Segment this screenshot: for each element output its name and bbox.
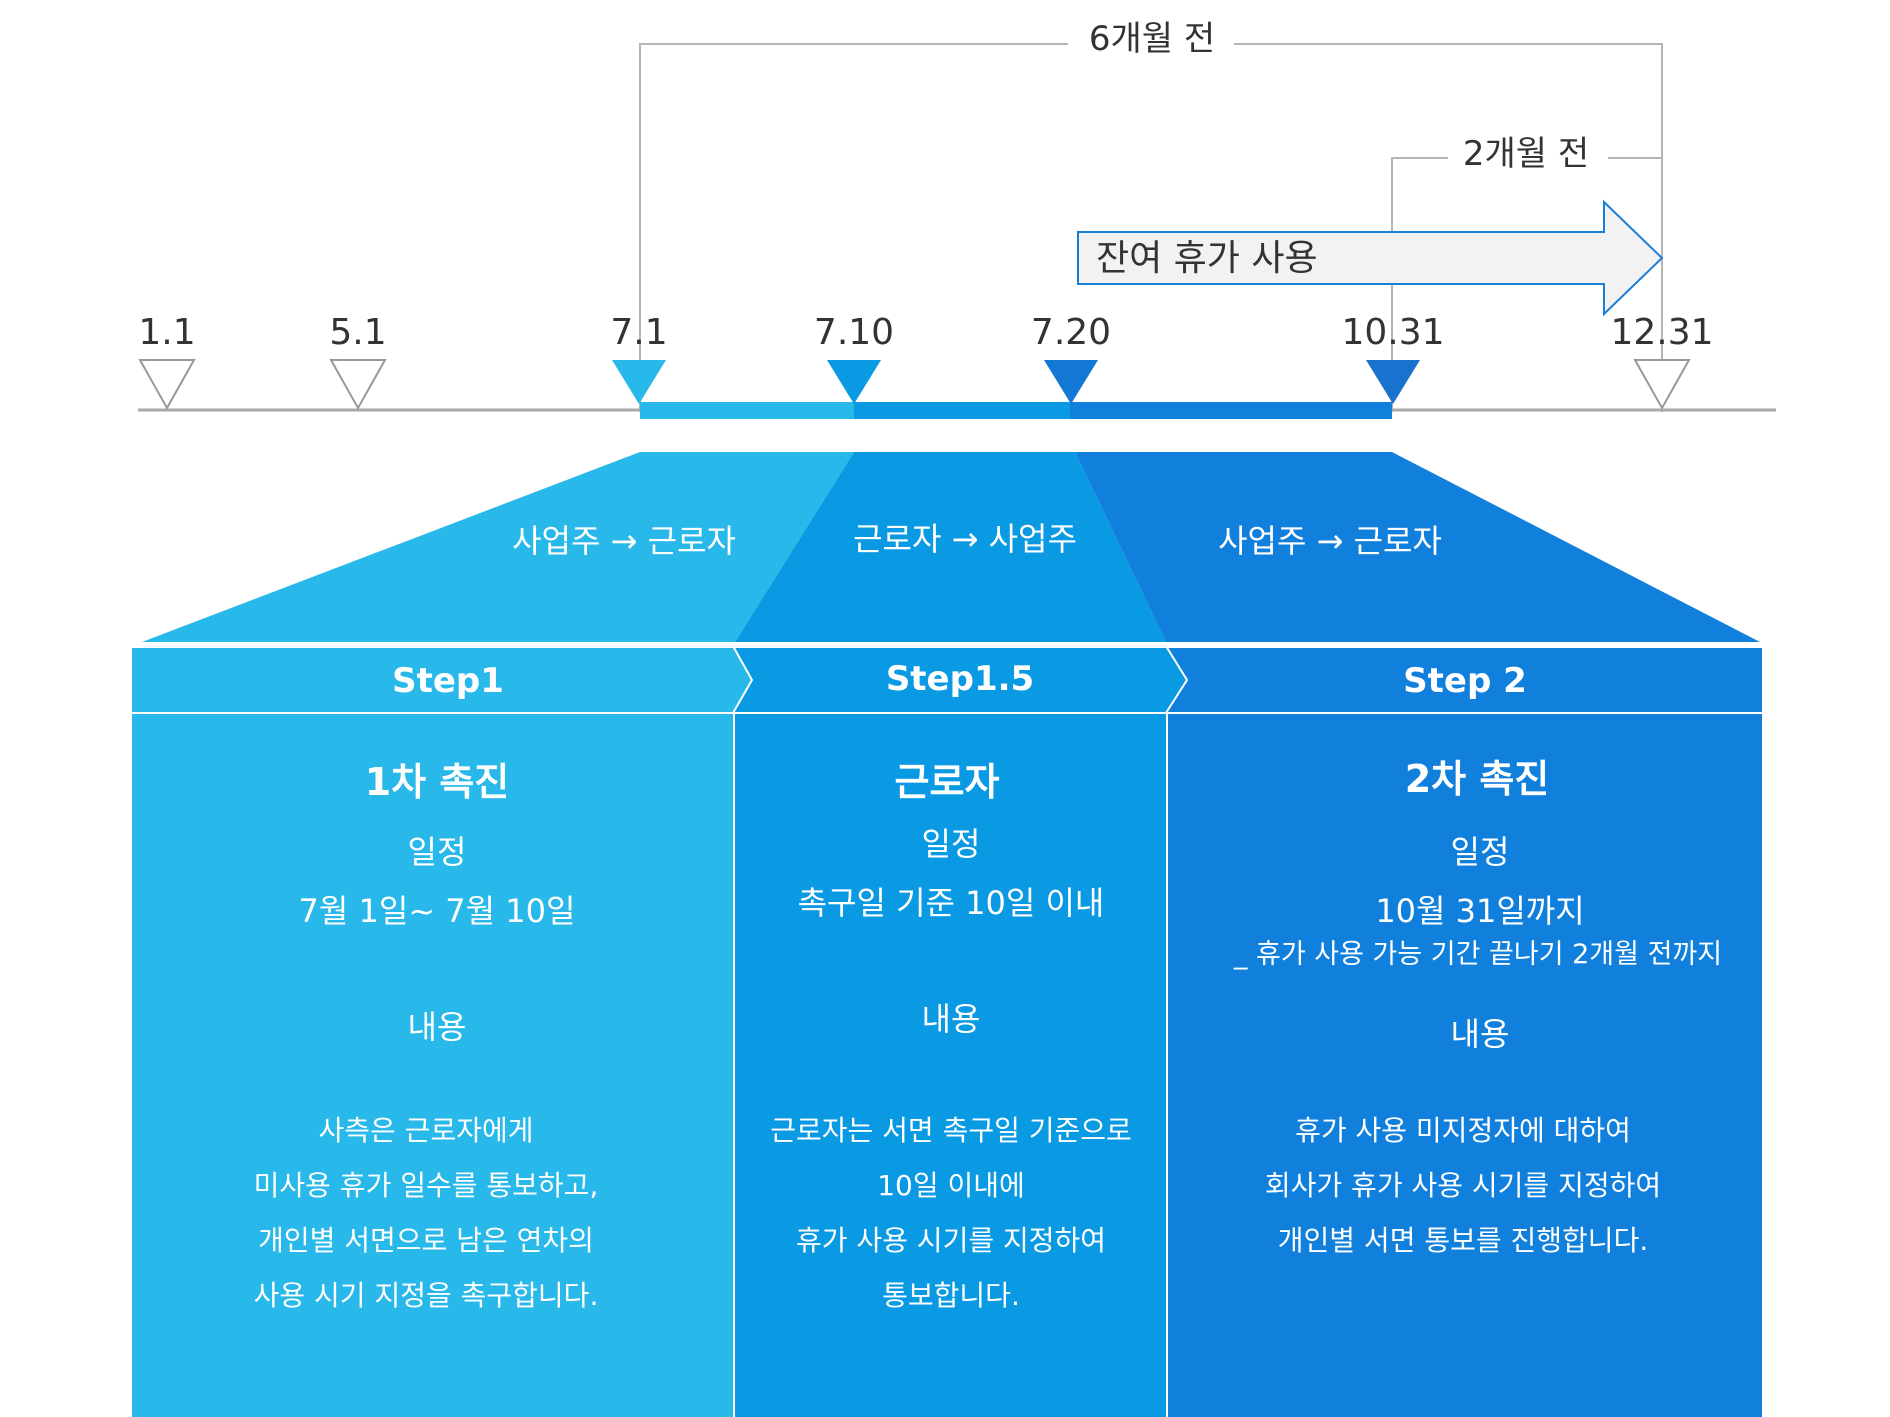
two-month-bracket xyxy=(1391,157,1663,412)
date-label: 7.10 xyxy=(814,312,894,353)
date-marker-7-10: 7.10 xyxy=(814,312,894,404)
header-step1-5 xyxy=(735,648,1187,712)
panel-step2 xyxy=(1168,648,1762,1417)
date-marker-12-31: 12.31 xyxy=(1610,312,1714,411)
step1-schedule: 7월 1일~ 7월 10일 xyxy=(299,892,576,930)
step1-content-line: 사측은 근로자에게 xyxy=(319,1114,534,1147)
date-label: 10.31 xyxy=(1341,312,1444,353)
step1-5-title: 근로자 xyxy=(895,760,1000,804)
step1-5-content-line: 근로자는 서면 촉구일 기준으로 xyxy=(770,1114,1132,1147)
step1-content-line: 미사용 휴가 일수를 통보하고, xyxy=(254,1169,599,1202)
remaining-leave-arrow xyxy=(1077,199,1664,317)
funnel-step1 xyxy=(142,452,854,642)
step2-header-label: Step 2 xyxy=(1403,661,1527,701)
outline-triangle-icon xyxy=(329,359,387,411)
step1-5-content: 근로자 일정 촉구일 기준 10일 이내 내용 근로자는 서면 촉구일 기준으로… xyxy=(770,760,1132,1312)
segment-step2 xyxy=(1070,402,1392,419)
header-dividers xyxy=(132,645,1762,1417)
header-step1 xyxy=(132,648,752,712)
step1-5-content-line: 통보합니다. xyxy=(882,1279,1020,1312)
step2-content-line: 회사가 휴가 사용 시기를 지정하여 xyxy=(1265,1169,1661,1202)
step2-schedule: 10월 31일까지 xyxy=(1375,892,1584,930)
date-label: 7.20 xyxy=(1031,312,1111,353)
panel-step1 xyxy=(132,648,733,1417)
step1-content-line: 개인별 서면으로 남은 연차의 xyxy=(258,1224,594,1257)
date-marker-7-1: 7.1 xyxy=(610,312,668,404)
step1-5-content-line: 10일 이내에 xyxy=(877,1169,1025,1202)
funnel-step1-5 xyxy=(735,452,1166,642)
filled-triangle-icon xyxy=(612,360,666,404)
step2-content-line: 휴가 사용 미지정자에 대하여 xyxy=(1295,1114,1631,1147)
segment-step1-5 xyxy=(854,402,1070,419)
date-label: 1.1 xyxy=(138,312,195,353)
outline-triangle-icon xyxy=(1633,359,1691,411)
step2-schedule-label: 일정 xyxy=(1451,833,1510,871)
filled-triangle-icon xyxy=(1366,360,1420,404)
date-marker-7-20: 7.20 xyxy=(1031,312,1111,404)
step1-5-header-label: Step1.5 xyxy=(886,659,1034,699)
step1-content: 1차 촉진 일정 7월 1일~ 7월 10일 내용 사측은 근로자에게 미사용 … xyxy=(254,760,599,1312)
step2-schedule-note: _ 휴가 사용 가능 기간 끝나기 2개월 전까지 xyxy=(1233,939,1722,970)
step2-content: 2차 촉진 일정 10월 31일까지 _ 휴가 사용 가능 기간 끝나기 2개월… xyxy=(1233,757,1722,1257)
header-step2 xyxy=(1168,648,1762,712)
segment-step1 xyxy=(640,402,854,419)
step1-schedule-label: 일정 xyxy=(408,833,467,871)
date-label: 12.31 xyxy=(1610,312,1713,353)
six-month-bracket xyxy=(639,43,1663,412)
remaining-leave-label: 잔여 휴가 사용 xyxy=(1096,238,1318,279)
direction-step2: 사업주 → 근로자 xyxy=(1218,522,1442,560)
step1-header-label: Step1 xyxy=(392,661,504,701)
filled-triangle-icon xyxy=(827,360,881,404)
step1-title: 1차 촉진 xyxy=(365,760,510,804)
step1-content-label: 내용 xyxy=(408,1008,467,1046)
step2-content-label: 내용 xyxy=(1451,1015,1510,1053)
step1-content-line: 사용 시기 지정을 촉구합니다. xyxy=(254,1279,599,1312)
step2-content-line: 개인별 서면 통보를 진행합니다. xyxy=(1278,1224,1648,1257)
step2-title: 2차 촉진 xyxy=(1405,757,1550,801)
step1-5-schedule: 촉구일 기준 10일 이내 xyxy=(798,884,1105,922)
step1-5-content-line: 휴가 사용 시기를 지정하여 xyxy=(796,1224,1106,1257)
date-label: 5.1 xyxy=(329,312,386,353)
filled-triangle-icon xyxy=(1044,360,1098,404)
step1-5-schedule-label: 일정 xyxy=(922,825,981,863)
panel-step1-5 xyxy=(735,648,1166,1417)
two-months-label: 2개월 전 xyxy=(1463,134,1589,174)
outline-triangle-icon xyxy=(138,359,196,411)
date-label: 7.1 xyxy=(610,312,667,353)
date-marker-10-31: 10.31 xyxy=(1341,312,1445,404)
direction-step1-5: 근로자 → 사업주 xyxy=(853,520,1077,558)
six-months-label: 6개월 전 xyxy=(1089,19,1215,59)
step1-5-content-label: 내용 xyxy=(922,1000,981,1038)
date-marker-5-1: 5.1 xyxy=(329,312,387,411)
funnel-step2 xyxy=(1075,452,1760,642)
direction-step1: 사업주 → 근로자 xyxy=(512,522,736,560)
date-marker-1-1: 1.1 xyxy=(138,312,196,411)
